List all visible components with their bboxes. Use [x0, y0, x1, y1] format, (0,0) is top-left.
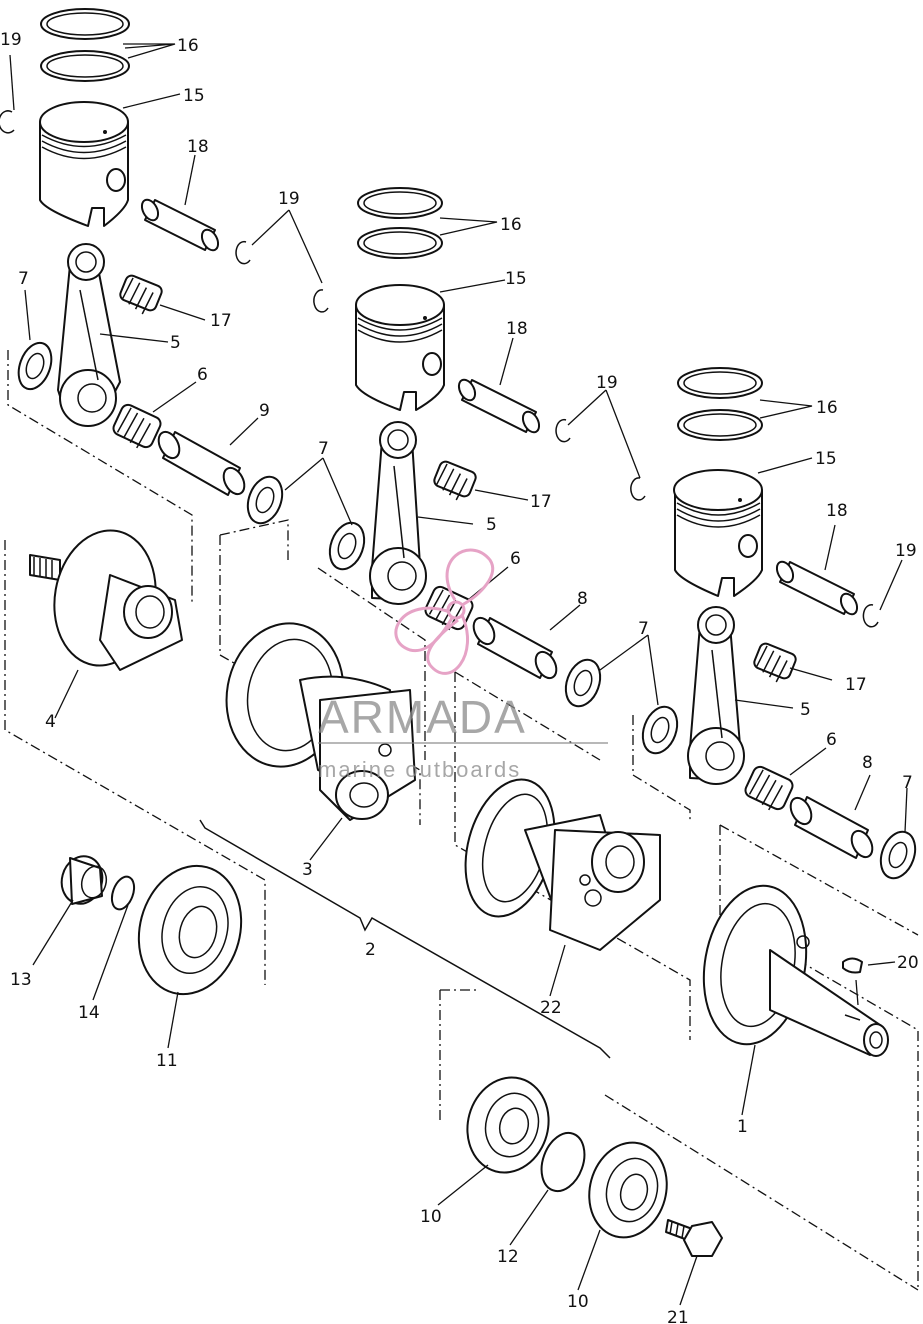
callout-3: 3	[302, 860, 313, 880]
callout-10: 10	[567, 1292, 589, 1312]
piston-ring-set-3	[677, 367, 763, 441]
callout-7: 7	[318, 439, 329, 459]
callout-21: 21	[667, 1308, 689, 1324]
callout-7: 7	[638, 619, 649, 639]
piston-1	[39, 101, 129, 227]
callout-16: 16	[177, 36, 199, 56]
callout-17: 17	[530, 492, 552, 512]
crank-web-1	[702, 884, 889, 1057]
callout-5: 5	[170, 333, 181, 353]
callout-20: 20	[897, 953, 919, 973]
callout-18: 18	[187, 137, 209, 157]
callout-6: 6	[510, 549, 521, 569]
callout-6: 6	[197, 365, 208, 385]
piston-pin-3	[775, 560, 859, 616]
callout-6: 6	[826, 730, 837, 750]
leader-lines	[9, 43, 908, 1306]
armada-watermark: ARMADA marine outboards	[318, 548, 608, 782]
piston-3	[673, 469, 763, 597]
callout-7: 7	[18, 269, 29, 289]
callout-4: 4	[45, 712, 56, 732]
callout-22: 22	[540, 998, 562, 1018]
callout-16: 16	[816, 398, 838, 418]
big-end-bearings	[112, 403, 794, 811]
piston-pin-2	[457, 378, 541, 434]
crank-web-22	[464, 778, 661, 951]
callout-7: 7	[902, 773, 913, 793]
watermark-tagline: marine outboards	[318, 757, 521, 782]
callout-16: 16	[500, 215, 522, 235]
small-end-bearings	[119, 274, 797, 683]
connecting-rod-3	[687, 606, 745, 785]
callout-15: 15	[505, 269, 527, 289]
callout-5: 5	[800, 700, 811, 720]
callout-labels: 16 15 19 18 19 16 15 7 17 5 18 6 19 16 9…	[0, 30, 919, 1324]
watermark-brand: ARMADA	[318, 691, 527, 743]
callout-2: 2	[365, 940, 376, 960]
callout-10: 10	[420, 1207, 442, 1227]
callout-9: 9	[259, 401, 270, 421]
woodruff-key	[842, 957, 863, 974]
crank-web-4	[29, 529, 183, 671]
callout-12: 12	[497, 1247, 519, 1267]
circlips	[0, 110, 879, 628]
callout-15: 15	[183, 86, 205, 106]
piston-pin-1	[140, 198, 220, 252]
callout-17: 17	[845, 675, 867, 695]
piston-ring-set-1	[40, 8, 130, 82]
callout-19: 19	[596, 373, 618, 393]
callout-13: 13	[10, 970, 32, 990]
thrust-washers	[17, 341, 917, 880]
callout-18: 18	[506, 319, 528, 339]
callout-19: 19	[0, 30, 22, 50]
callout-8: 8	[577, 589, 588, 609]
crank-pins	[157, 430, 874, 859]
callout-1: 1	[737, 1117, 748, 1137]
crankshaft-bolt	[665, 1219, 723, 1257]
callout-5: 5	[486, 515, 497, 535]
callout-14: 14	[78, 1003, 100, 1023]
callout-17: 17	[210, 311, 232, 331]
callout-8: 8	[862, 753, 873, 773]
connecting-rod-2	[369, 421, 427, 605]
armada-propeller-logo	[394, 548, 495, 675]
piston-ring-set-2	[357, 187, 443, 259]
bearings-lower	[60, 855, 668, 1239]
callout-19: 19	[278, 189, 300, 209]
callout-11: 11	[156, 1051, 178, 1071]
callout-19: 19	[895, 541, 917, 561]
callout-15: 15	[815, 449, 837, 469]
crank-web-3	[225, 622, 416, 821]
piston-2	[355, 284, 445, 411]
callout-18: 18	[826, 501, 848, 521]
connecting-rod-1	[57, 243, 121, 427]
